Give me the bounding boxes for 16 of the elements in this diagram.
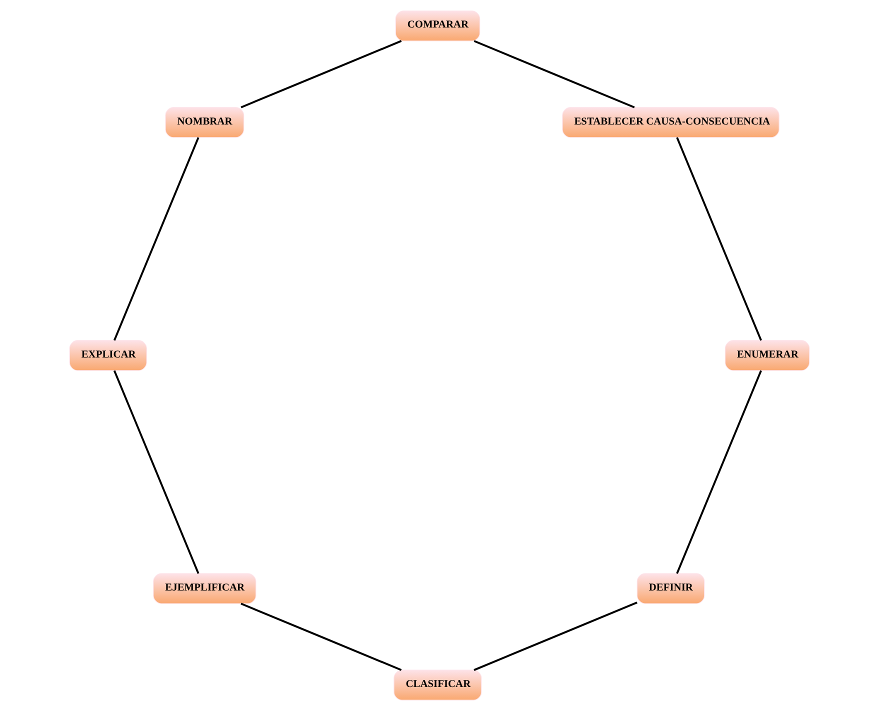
node-box: EJEMPLIFICAR [153, 573, 256, 604]
connector [474, 40, 635, 108]
node-box: ESTABLECER CAUSA-CONSECUENCIA [562, 107, 780, 138]
connector [676, 370, 762, 574]
node-box: EXPLICAR [69, 340, 147, 371]
connector [113, 370, 200, 574]
node-box: COMPARAR [395, 10, 480, 42]
node-box: ENUMERAR [724, 340, 810, 371]
node-box: DEFINIR [636, 573, 705, 604]
connector [240, 602, 402, 671]
connector [240, 40, 402, 108]
connector [474, 602, 638, 671]
connector [113, 137, 200, 341]
node-box: CLASIFICAR [394, 670, 482, 700]
node-box: NOMBRAR [165, 107, 244, 138]
connector [676, 137, 762, 341]
